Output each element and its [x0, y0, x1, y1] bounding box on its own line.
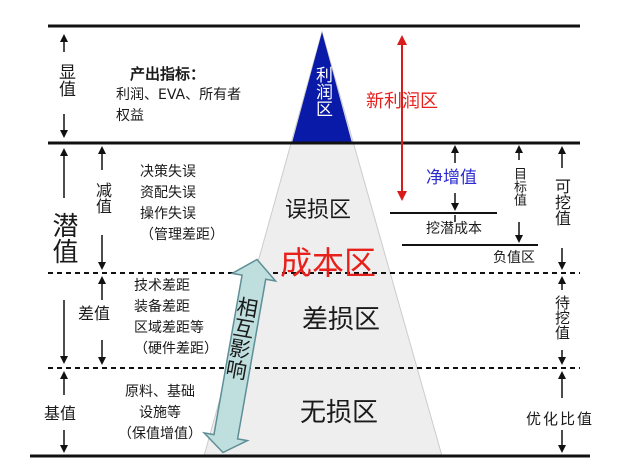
- label-ji-zhi: 基值: [44, 404, 77, 423]
- label-xian-zhi: 显值: [55, 63, 75, 97]
- label-jian-zhi: 减值: [93, 182, 112, 214]
- negative-zone-label: 负值区: [493, 250, 535, 266]
- mutual-influence-band: [201, 258, 278, 454]
- mining-cost-label: 挖潜成本: [426, 221, 482, 237]
- optimize-ratio-label: 优化比值: [526, 410, 595, 428]
- cost-zone-label: 成本区: [280, 244, 377, 282]
- profit-zone-label: 利润区: [312, 66, 332, 117]
- to-be-mined-label: 待挖值: [553, 295, 571, 340]
- new-profit-zone-label: 新利润区: [366, 91, 438, 112]
- target-value-label: 目标值: [511, 167, 526, 206]
- output-indicator-title: 产出指标：: [130, 65, 206, 83]
- net-increase-label: 净增值: [426, 168, 477, 188]
- reduction-causes: 决策失误 资配失误 操作失误 （管理差距）: [140, 164, 224, 243]
- output-indicator-line1: 利润、EVA、所有者: [116, 87, 242, 103]
- label-cha-zhi: 差值: [78, 304, 111, 323]
- label-qian-zhi: 潜值: [48, 212, 78, 264]
- minable-label: 可挖值: [552, 178, 571, 226]
- no-loss-zone-label: 无损区: [300, 398, 379, 428]
- base-causes: 原料、基础 设施等 （保值增值）: [118, 384, 202, 442]
- output-indicator-line2: 权益: [116, 108, 144, 124]
- gap-loss-zone-label: 差损区: [302, 305, 381, 335]
- gap-causes: 技术差距 装备差距 区域差距等 （硬件差距）: [134, 278, 218, 357]
- error-loss-zone-label: 误损区: [285, 198, 352, 223]
- profit-tip: [292, 32, 352, 143]
